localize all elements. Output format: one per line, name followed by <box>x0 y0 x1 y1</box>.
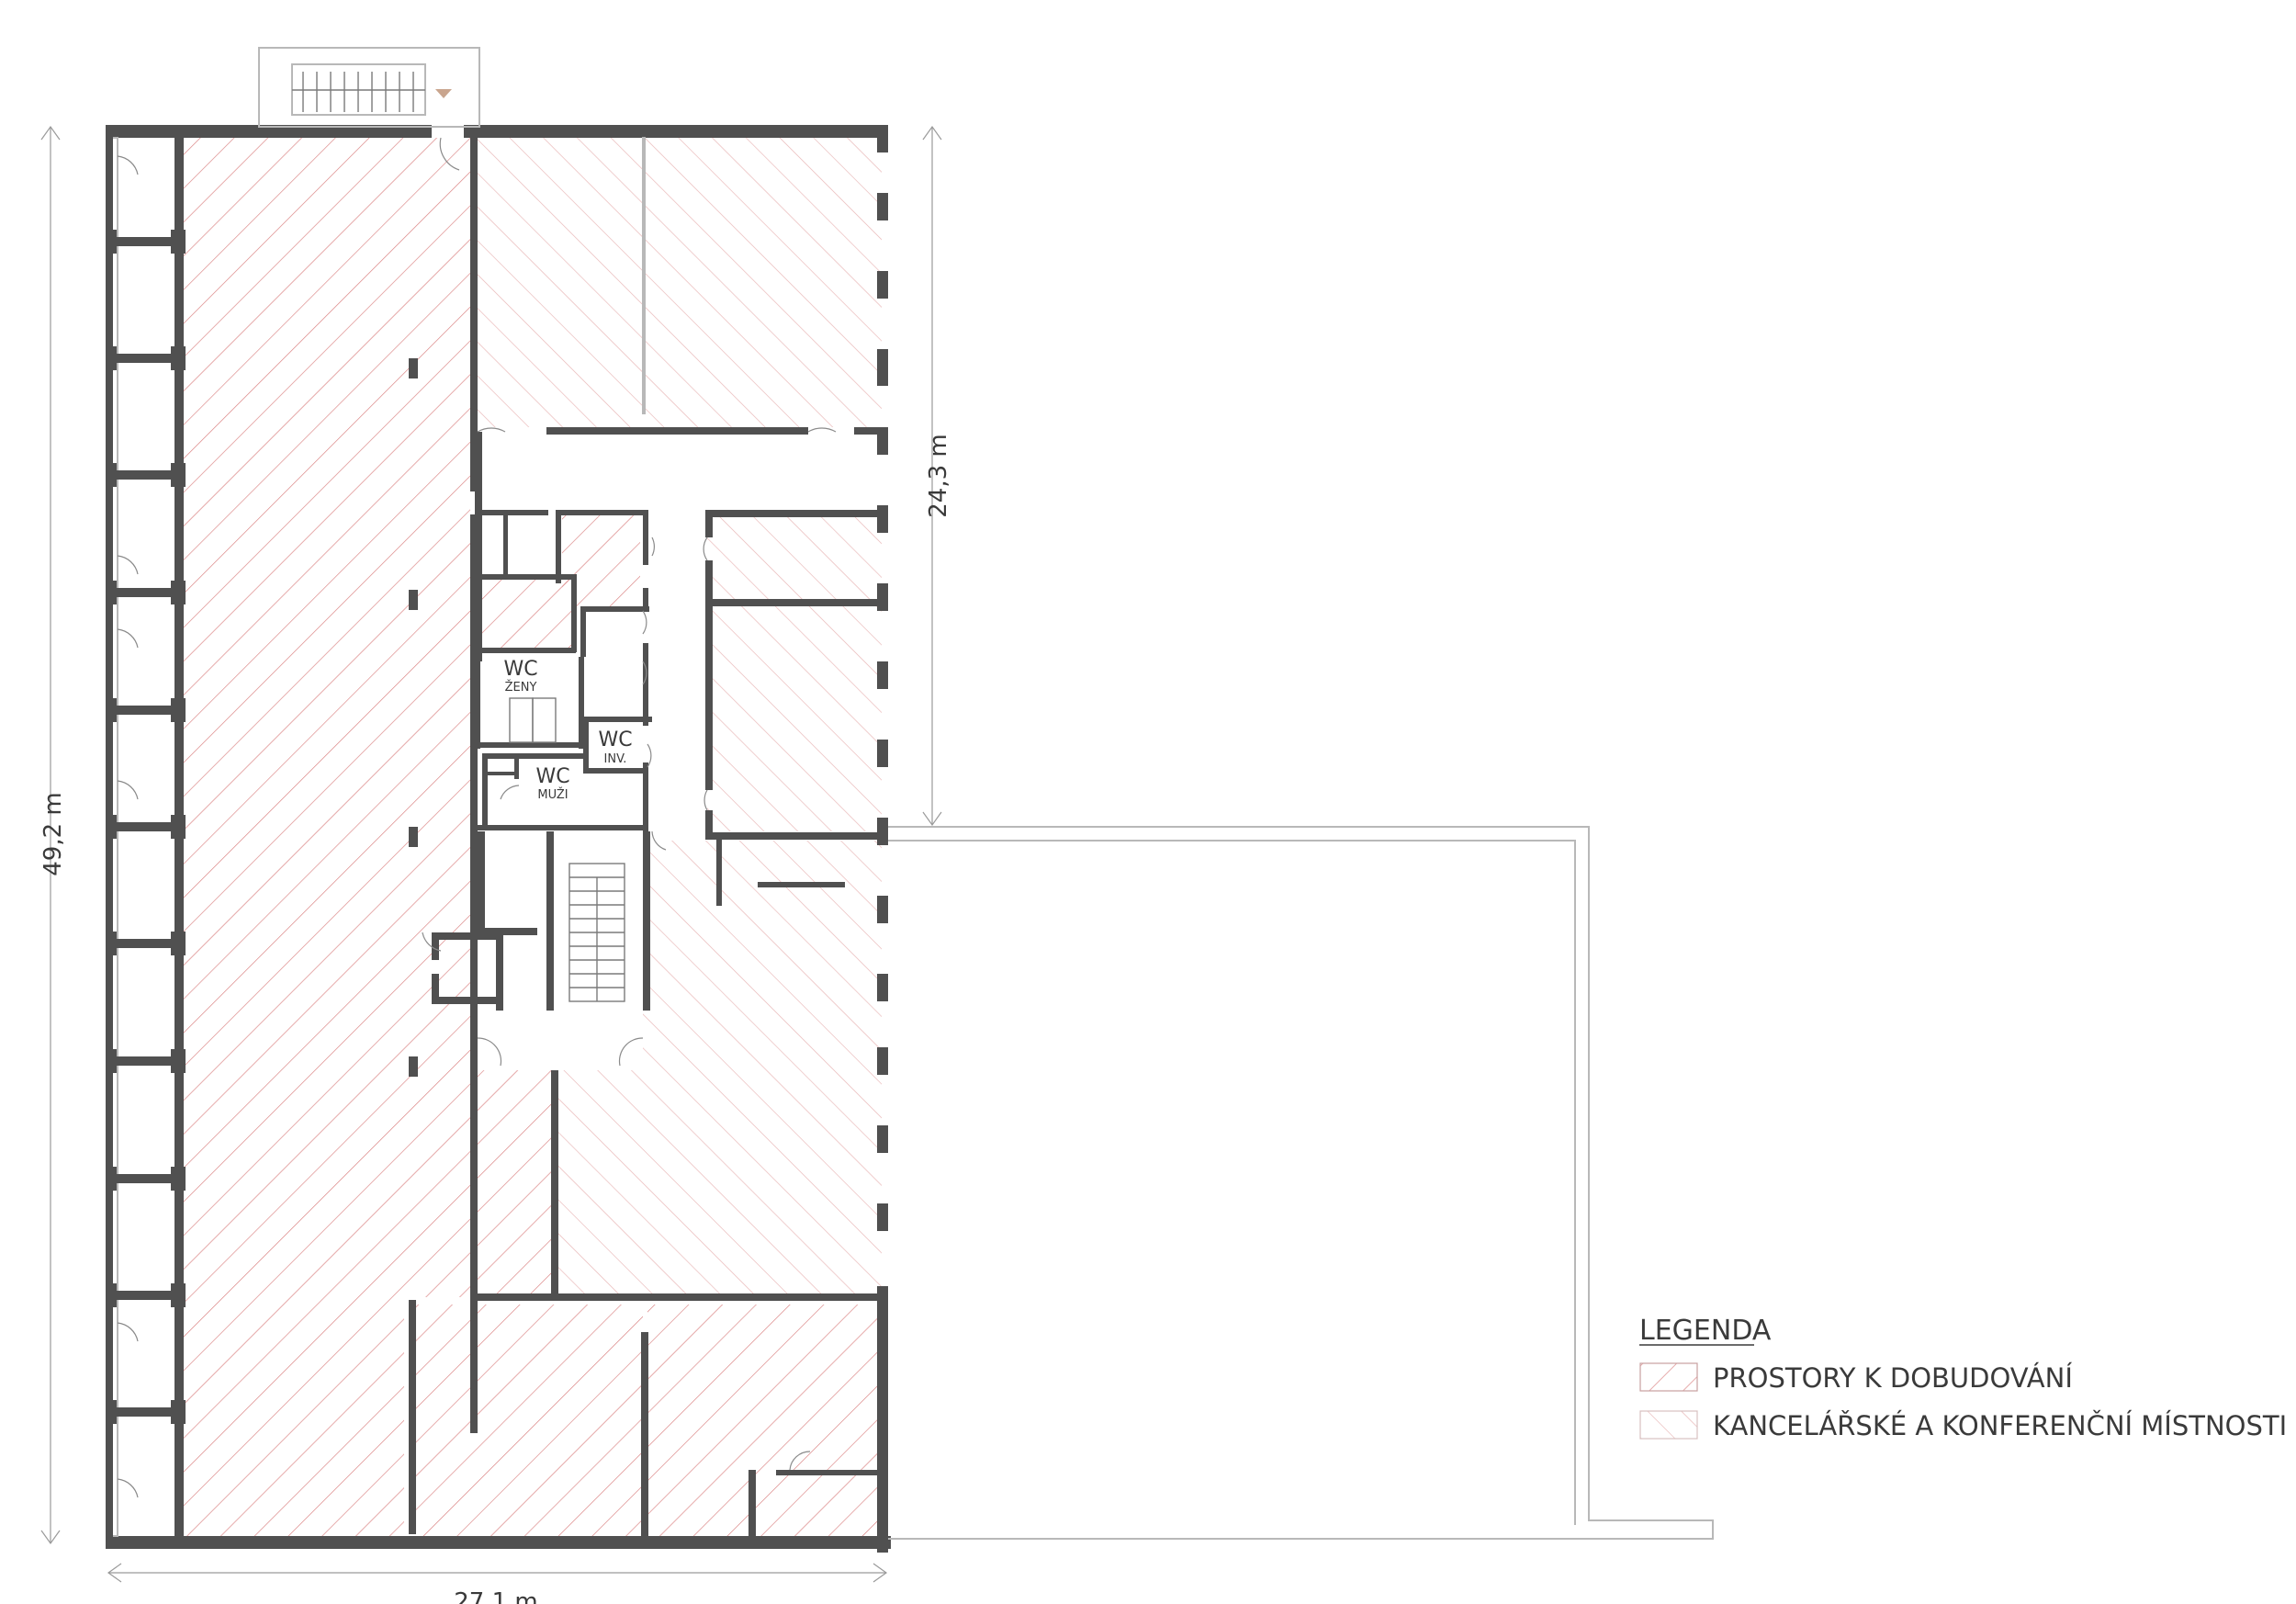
hatch-areas <box>179 138 882 1536</box>
dimension-width-total: 27,1 m <box>454 1588 537 1604</box>
area-south-room-a <box>413 1305 643 1536</box>
area-east-office-a <box>707 514 882 602</box>
legend-title: LEGENDA <box>1639 1315 1772 1347</box>
area-west-hall <box>179 138 556 1536</box>
wc-men-title: WC <box>535 765 569 788</box>
wc-inv-sub: INV. <box>604 752 627 766</box>
wc-women-title: WC <box>503 658 537 681</box>
legend-swatch-red <box>1639 1362 1698 1392</box>
area-east-office-b <box>707 606 882 831</box>
area-core-room-a <box>475 579 576 652</box>
site-outline <box>888 826 1714 1540</box>
dimension-partial-height: 24,3 m <box>925 434 952 517</box>
interior-walls <box>409 137 888 1539</box>
wc-women-sub: ŽENY <box>505 680 537 695</box>
wc-men-sub: MUŽI <box>537 787 568 802</box>
area-south-room-b <box>647 1305 882 1536</box>
north-stair <box>258 47 480 128</box>
legend-item-label: PROSTORY K DOBUDOVÁNÍ <box>1713 1362 2073 1394</box>
columns <box>409 358 418 1077</box>
wc-inv-title: WC <box>598 729 632 751</box>
legend: LEGENDA PROSTORY K DOBUDOVÁNÍ KANCELÁŘSK… <box>1639 1315 2287 1441</box>
dimension-height-total: 49,2 m <box>39 792 67 875</box>
doors <box>117 137 837 1498</box>
area-north-offices <box>473 138 882 427</box>
area-south-east-conf <box>556 841 882 1295</box>
legend-swatch-light <box>1639 1410 1698 1440</box>
dimension-lines <box>40 125 942 1583</box>
west-bays <box>106 136 186 1542</box>
legend-item-label: KANCELÁŘSKÉ A KONFERENČNÍ MÍSTNOSTI <box>1713 1410 2287 1441</box>
